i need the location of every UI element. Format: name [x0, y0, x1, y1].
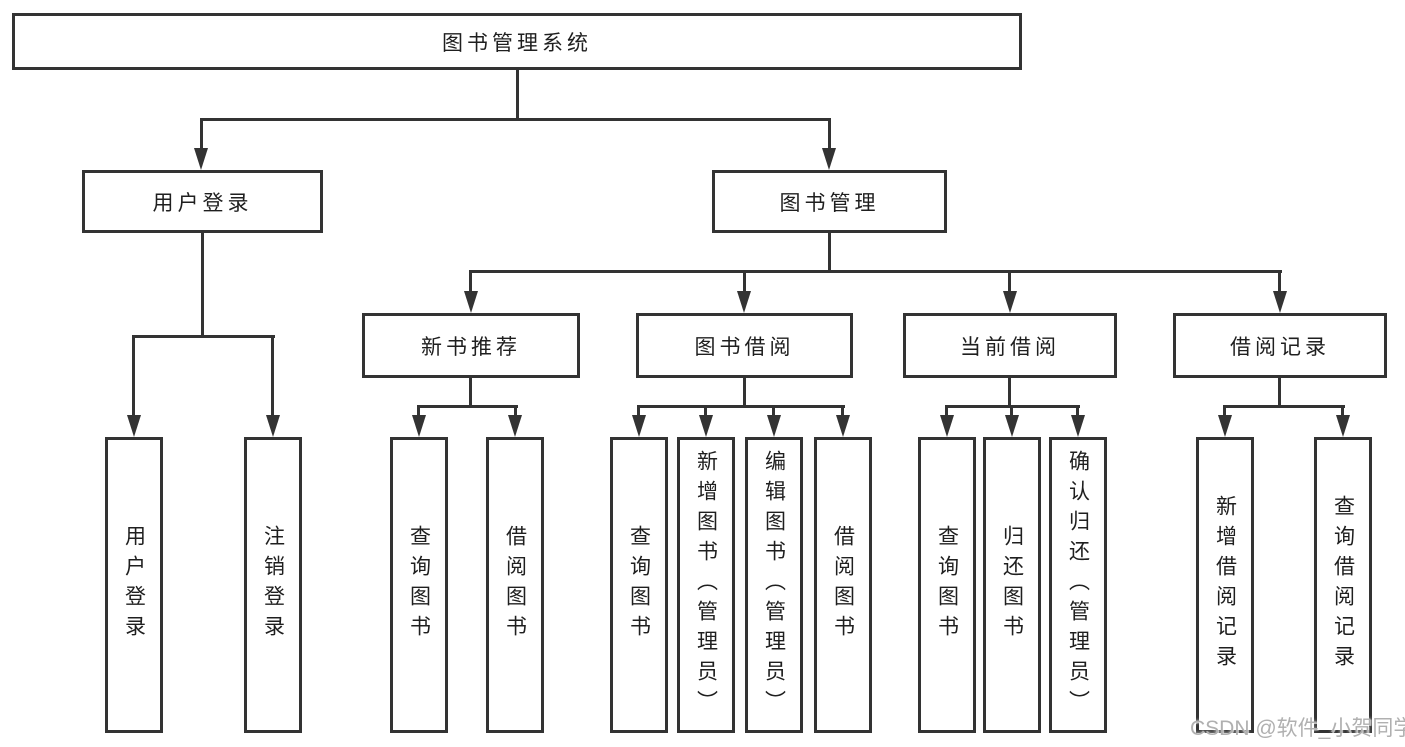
- connector-line: [132, 335, 135, 415]
- node-leaf-borrow-books-1: 借阅图书: [486, 437, 544, 733]
- node-leaf-edit-books-admin: 编辑图书（管理员）: [745, 437, 803, 733]
- connector-line: [772, 405, 775, 415]
- connector-arrow: [127, 415, 141, 437]
- connector-line: [469, 378, 472, 407]
- connector-arrow: [632, 415, 646, 437]
- connector-line: [516, 70, 519, 120]
- node-leaf-query-borrow-record: 查询借阅记录: [1314, 437, 1372, 733]
- connector-arrow: [1336, 415, 1350, 437]
- connector-line: [132, 335, 275, 338]
- node-label: 新增借阅记录: [1213, 495, 1237, 675]
- connector-line: [743, 378, 746, 407]
- node-root: 图书管理系统: [12, 13, 1022, 70]
- connector-line: [1010, 405, 1013, 415]
- node-leaf-return-books: 归还图书: [983, 437, 1041, 733]
- connector-line: [271, 335, 274, 415]
- connector-arrow: [836, 415, 850, 437]
- node-label: 查询借阅记录: [1331, 495, 1355, 675]
- node-label: 用户登录: [152, 191, 253, 215]
- node-label: 新增图书（管理员）: [694, 450, 718, 720]
- node-label: 归还图书: [1000, 525, 1024, 645]
- node-leaf-confirm-return-admin: 确认归还（管理员）: [1049, 437, 1107, 733]
- node-leaf-add-borrow-record: 新增借阅记录: [1196, 437, 1254, 733]
- connector-arrow: [737, 291, 751, 313]
- connector-line: [1223, 405, 1226, 415]
- node-label: 借阅图书: [831, 525, 855, 645]
- node-label: 当前借阅: [960, 335, 1060, 359]
- node-label: 注销登录: [261, 525, 285, 645]
- node-label: 图书管理: [779, 191, 880, 215]
- node-label: 用户登录: [122, 525, 146, 645]
- connector-line: [945, 405, 948, 415]
- node-label: 确认归还（管理员）: [1066, 450, 1090, 720]
- connector-line: [828, 233, 831, 272]
- node-leaf-query-books-1: 查询图书: [390, 437, 448, 733]
- node-user-login: 用户登录: [82, 170, 323, 233]
- node-borrowing-records: 借阅记录: [1173, 313, 1387, 378]
- connector-line: [1278, 270, 1281, 291]
- node-leaf-query-books-2: 查询图书: [610, 437, 668, 733]
- connector-arrow: [412, 415, 426, 437]
- connector-arrow: [508, 415, 522, 437]
- connector-line: [637, 405, 845, 408]
- connector-arrow: [1071, 415, 1085, 437]
- node-book-borrowing: 图书借阅: [636, 313, 853, 378]
- connector-arrow: [699, 415, 713, 437]
- connector-arrow: [464, 291, 478, 313]
- node-leaf-add-books-admin: 新增图书（管理员）: [677, 437, 735, 733]
- connector-line: [417, 405, 518, 408]
- node-label: 图书管理系统: [442, 31, 592, 55]
- node-label: 图书借阅: [694, 335, 795, 359]
- connector-line: [828, 118, 831, 150]
- node-label: 查询图书: [627, 525, 651, 645]
- node-leaf-query-books-3: 查询图书: [918, 437, 976, 733]
- node-leaf-logout: 注销登录: [244, 437, 302, 733]
- node-label: 借阅记录: [1230, 335, 1330, 359]
- connector-line: [1008, 270, 1011, 291]
- node-label: 编辑图书（管理员）: [762, 450, 786, 720]
- connector-arrow: [1005, 415, 1019, 437]
- connector-line: [200, 118, 830, 121]
- connector-line: [1341, 405, 1344, 415]
- connector-line: [1223, 405, 1345, 408]
- watermark: CSDN @软件_小贺同学: [1190, 717, 1405, 740]
- connector-arrow: [266, 415, 280, 437]
- connector-arrow: [767, 415, 781, 437]
- connector-line: [1008, 378, 1011, 407]
- connector-line: [417, 405, 420, 415]
- node-label: 新书推荐: [421, 335, 521, 359]
- connector-line: [637, 405, 640, 415]
- connector-line: [1278, 378, 1281, 407]
- connector-arrow: [1273, 291, 1287, 313]
- connector-arrow: [194, 148, 208, 170]
- node-leaf-user-login: 用户登录: [105, 437, 163, 733]
- connector-arrow: [1218, 415, 1232, 437]
- connector-line: [1076, 405, 1079, 415]
- connector-line: [704, 405, 707, 415]
- node-label: 查询图书: [935, 525, 959, 645]
- connector-line: [469, 270, 1282, 273]
- node-new-book-recommend: 新书推荐: [362, 313, 580, 378]
- connector-line: [469, 270, 472, 291]
- connector-line: [743, 270, 746, 291]
- connector-line: [514, 405, 517, 415]
- connector-line: [841, 405, 844, 415]
- node-label: 查询图书: [407, 525, 431, 645]
- node-current-borrowing: 当前借阅: [903, 313, 1117, 378]
- connector-line: [200, 118, 203, 150]
- connector-arrow: [1003, 291, 1017, 313]
- node-label: 借阅图书: [503, 525, 527, 645]
- connector-arrow: [822, 148, 836, 170]
- connector-line: [201, 233, 204, 337]
- node-book-management: 图书管理: [712, 170, 947, 233]
- connector-arrow: [940, 415, 954, 437]
- node-leaf-borrow-books-2: 借阅图书: [814, 437, 872, 733]
